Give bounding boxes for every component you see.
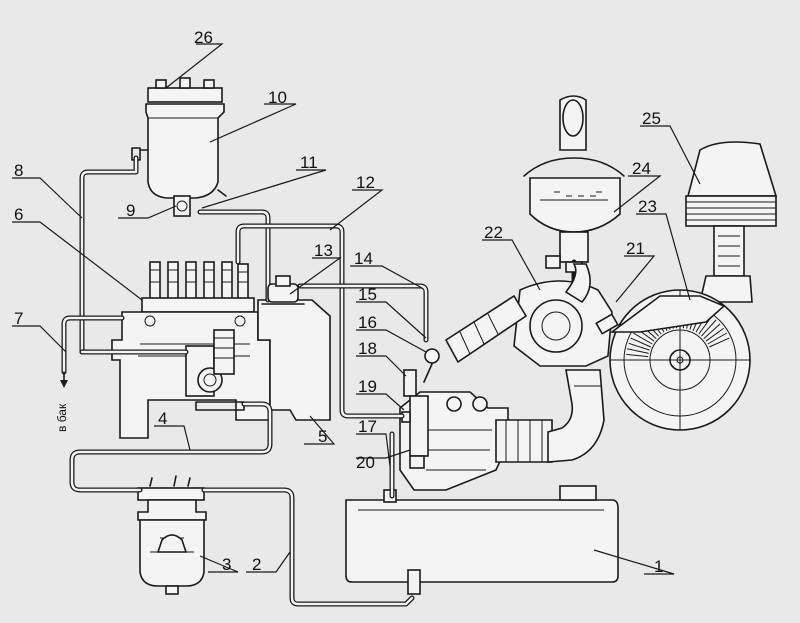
callout-numbers: 26 10 11 12 13 14 15 16 18 19 17 20 22 2… xyxy=(14,28,663,576)
callout-8: 8 xyxy=(14,161,23,180)
callout-15: 15 xyxy=(358,285,377,304)
callout-11: 11 xyxy=(300,153,318,172)
callout-6: 6 xyxy=(14,205,23,224)
callout-7: 7 xyxy=(14,309,23,328)
down-arrow-icon xyxy=(60,380,68,388)
air-cleaner-24 xyxy=(523,95,625,285)
cyclone-vane xyxy=(709,337,730,348)
cyclone-vane xyxy=(630,337,651,348)
callout-20: 20 xyxy=(356,453,375,472)
starter-engine-head xyxy=(399,348,553,491)
callout-21: 21 xyxy=(626,239,645,258)
callout-25: 25 xyxy=(642,109,661,128)
callout-9: 9 xyxy=(126,201,135,220)
callout-2: 2 xyxy=(252,555,261,574)
cyclone-vane xyxy=(628,342,650,351)
bleed-valve-13 xyxy=(261,275,305,305)
fuel-tank xyxy=(345,485,619,595)
turbocharger-22 xyxy=(444,263,619,463)
air-precleaner-25 xyxy=(685,141,778,303)
fine-fuel-filter xyxy=(131,77,227,217)
callout-16: 16 xyxy=(358,313,377,332)
coarse-fuel-filter xyxy=(137,475,207,595)
callout-26: 26 xyxy=(194,28,213,47)
cyclone-vane xyxy=(707,332,728,345)
cyclone-vane xyxy=(632,332,653,345)
leader-lines xyxy=(12,43,701,575)
cyclone-vane xyxy=(705,327,724,342)
callout-3: 3 xyxy=(222,555,231,574)
callout-4: 4 xyxy=(158,409,167,428)
callout-24: 24 xyxy=(632,159,651,178)
cyclone-vane xyxy=(626,353,649,358)
callout-19: 19 xyxy=(358,377,377,396)
cyclone-vane xyxy=(701,319,717,337)
fuel-lines xyxy=(61,155,429,607)
to-tank-label: в бак xyxy=(55,403,69,432)
cyclone-23 xyxy=(609,289,751,431)
callout-22: 22 xyxy=(484,223,503,242)
pump-fittings xyxy=(149,261,249,301)
callout-10: 10 xyxy=(268,88,287,107)
cyclone-vane xyxy=(627,348,649,354)
callout-1: 1 xyxy=(654,557,663,576)
callout-18: 18 xyxy=(358,339,377,358)
callout-17: 17 xyxy=(358,417,377,436)
callout-13: 13 xyxy=(314,241,333,260)
callout-14: 14 xyxy=(354,249,373,268)
callout-12: 12 xyxy=(356,173,375,192)
callout-5: 5 xyxy=(318,427,327,446)
injection-pump xyxy=(111,261,331,439)
cyclone-vane xyxy=(703,323,721,339)
callout-23: 23 xyxy=(638,197,657,216)
